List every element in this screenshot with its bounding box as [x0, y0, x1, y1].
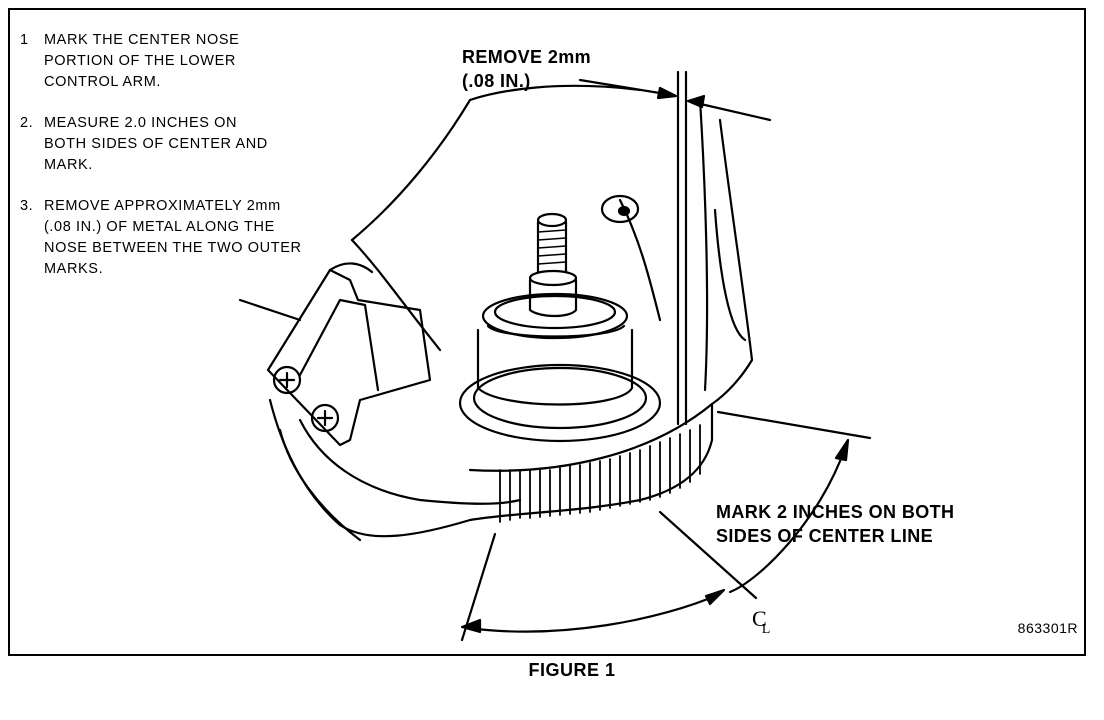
remove-callout-line1: REMOVE 2mm: [462, 47, 592, 67]
arm-hole: [600, 194, 640, 224]
nose-inner-curve: [298, 418, 522, 505]
ball-joint-body: [476, 328, 634, 406]
dimension-arrow-top: [834, 438, 850, 462]
step-3-text: REMOVE APPROXIMATELY 2mm (.08 IN.) OF ME…: [44, 198, 302, 277]
centerline-l: L: [761, 622, 771, 638]
figure-number: 863301R: [1017, 620, 1078, 636]
arm-hole-center: [617, 205, 631, 217]
step-3: 3. REMOVE APPROXIMATELY 2mm (.08 IN.) OF…: [20, 196, 301, 277]
bracket-screw-lower-slot: [316, 409, 334, 427]
remove-leader-line-right: [690, 100, 772, 122]
centerline-c: C: [752, 606, 767, 631]
bracket-screw-upper-slot: [278, 371, 296, 389]
remove-arrow-right: [686, 94, 706, 109]
mark-callout: MARK 2 INCHES ON BOTH SIDES OF CENTER LI…: [716, 500, 954, 548]
nose-band-top: [468, 402, 714, 472]
step-2: 2. MEASURE 2.0 INCHES ON BOTH SIDES OF C…: [20, 113, 267, 176]
remove-callout: REMOVE 2mm (.08 IN.): [462, 45, 591, 93]
arm-back-edge: [618, 198, 662, 322]
ball-stud-tip: [536, 212, 568, 228]
arm-top-edge: [468, 84, 642, 102]
dimension-arrow-right: [704, 588, 726, 606]
ball-joint-seat-outer: [458, 363, 662, 443]
nose-ribs: [499, 424, 701, 523]
bracket-screw-lower: [310, 403, 340, 433]
dimension-arrow-left: [460, 618, 482, 634]
bracket-screw-upper: [272, 365, 302, 395]
bracket-leader-line: [238, 298, 302, 322]
centerline-leader: [658, 510, 758, 600]
ball-stud-base: [528, 278, 578, 318]
bracket-inner-edge: [298, 298, 380, 392]
mark-callout-line1: MARK 2 INCHES ON BOTH: [716, 502, 955, 522]
remove-callout-line2: (.08 IN.): [462, 71, 531, 91]
bracket-lip: [328, 262, 374, 274]
arm-inner-edge: [350, 238, 442, 352]
arm-right-wall: [698, 98, 709, 392]
figure-caption: FIGURE 1: [528, 660, 616, 680]
step-2-text: MEASURE 2.0 INCHES ON BOTH SIDES OF CENT…: [44, 115, 268, 173]
ball-stud-shoulder: [528, 269, 578, 287]
nose-lower-edge: [278, 428, 362, 542]
step-1: 1 MARK THE CENTER NOSE PORTION OF THE LO…: [20, 30, 239, 93]
remove-arrow-left: [656, 86, 678, 100]
step-1-number: 1: [20, 32, 29, 48]
arm-right-flange: [710, 118, 754, 406]
arm-upper-edge: [350, 98, 472, 242]
nose-outline: [268, 398, 714, 538]
arm-flange-inner: [713, 208, 747, 342]
mark-extension-line: [716, 410, 872, 440]
mark-callout-line2: SIDES OF CENTER LINE: [716, 526, 934, 546]
figure-frame: [8, 8, 1086, 656]
ball-joint-boot-fold: [486, 324, 626, 338]
mounting-bracket: [266, 268, 432, 447]
ball-stud-threads: [537, 229, 567, 265]
step-2-number: 2.: [20, 115, 34, 131]
left-mark-line: [460, 532, 497, 642]
ball-joint-boot-inner: [493, 294, 617, 330]
step-3-number: 3.: [20, 198, 34, 214]
dimension-arc-left: [466, 592, 722, 633]
ball-joint-boot-top: [481, 292, 629, 340]
ball-joint-seat-inner: [472, 366, 648, 430]
step-1-text: MARK THE CENTER NOSE PORTION OF THE LOWE…: [44, 32, 240, 90]
centerline-symbol: CL: [752, 606, 775, 638]
dimension-arc-right: [728, 446, 847, 594]
